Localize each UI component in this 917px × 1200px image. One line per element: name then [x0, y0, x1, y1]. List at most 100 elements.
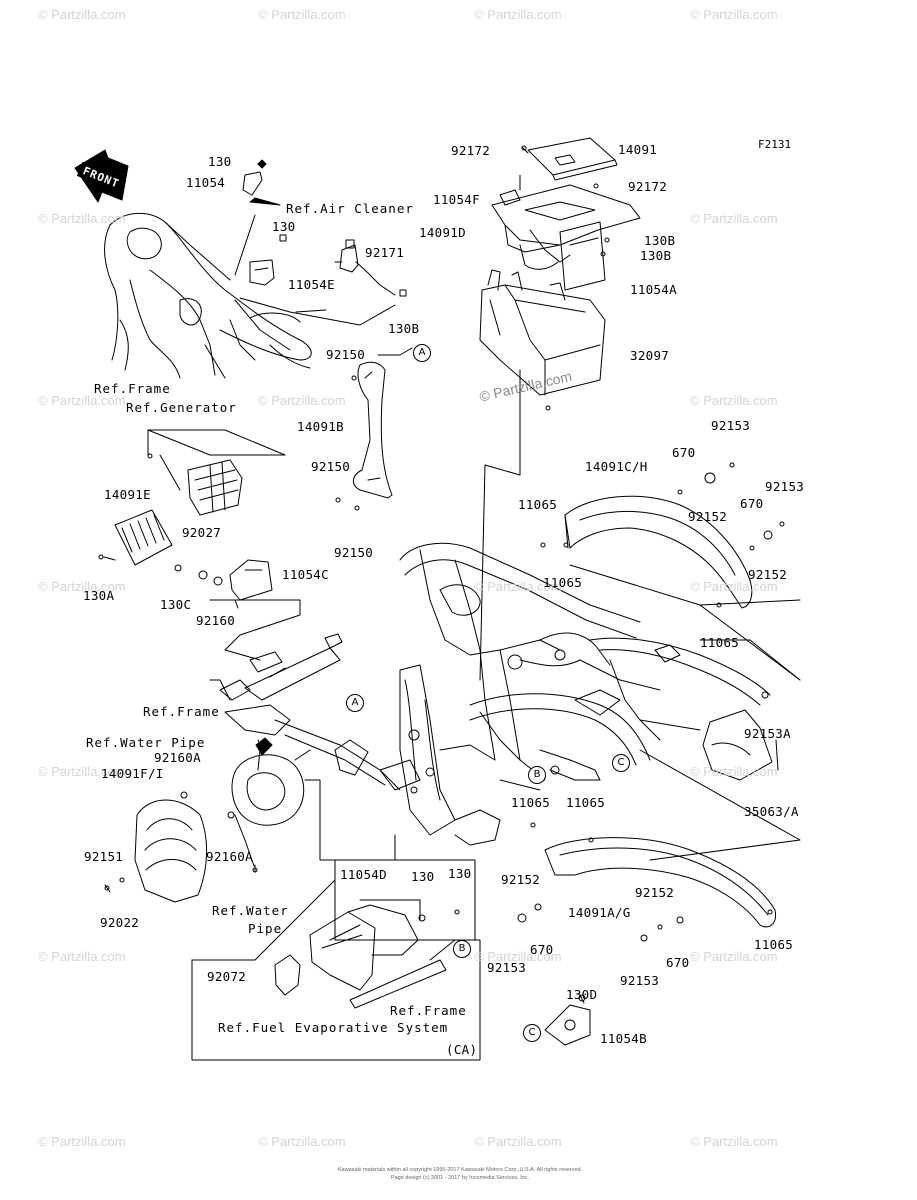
footer-design: Page design (c) 2001 - 2017 by Incomedia… — [390, 1175, 530, 1181]
water-pump-cover-drawing — [231, 737, 311, 826]
part-label-11054f: 11054F — [433, 192, 480, 207]
part-label-130: 130 — [272, 219, 296, 234]
ca-tag: (CA) — [446, 1042, 478, 1057]
part-label-11065: 11065 — [754, 937, 794, 952]
ref-label-water-pipe: Pipe — [248, 921, 283, 936]
part-label-92160: 92160 — [196, 613, 236, 628]
bracket-11054c-drawing — [209, 559, 301, 661]
cover-14091e-drawing — [98, 509, 223, 586]
part-label-130: 130 — [208, 154, 232, 169]
watermark: © Partzilla.com — [690, 949, 778, 964]
bracket-14091b-drawing — [335, 347, 413, 511]
watermark: © Partzilla.com — [38, 1134, 126, 1149]
part-label-130c: 130C — [160, 597, 192, 612]
watermark: © Partzilla.com — [474, 7, 562, 22]
part-label-92072: 92072 — [207, 969, 247, 984]
part-label-11054e: 11054E — [288, 277, 335, 292]
part-label-92152: 92152 — [688, 509, 728, 524]
part-label-130: 130 — [411, 869, 435, 884]
watermark: © Partzilla.com — [690, 211, 778, 226]
part-label-92152: 92152 — [635, 885, 675, 900]
part-label-670: 670 — [666, 955, 690, 970]
part-label-670: 670 — [530, 942, 554, 957]
part-label-92172: 92172 — [451, 143, 491, 158]
callout-a: A — [346, 694, 364, 712]
part-label-11054b: 11054B — [600, 1031, 647, 1046]
part-label-130d: 130D — [566, 987, 598, 1002]
part-label-14091ag: 14091A/G — [568, 905, 631, 920]
part-label-92160a: 92160A — [154, 750, 201, 765]
ca-box-drawing — [191, 859, 481, 1061]
callout-b: B — [453, 940, 471, 958]
part-label-92150: 92150 — [326, 347, 366, 362]
watermark: © Partzilla.com — [258, 1134, 346, 1149]
part-label-92153: 92153 — [711, 418, 751, 433]
part-label-130b: 130B — [644, 233, 676, 248]
ref-label-air-cleaner: Ref.Air Cleaner — [286, 201, 414, 216]
ref-label-frame: Ref.Frame — [143, 704, 220, 719]
watermark: © Partzilla.com — [38, 211, 126, 226]
watermark: © Partzilla.com — [690, 1134, 778, 1149]
part-label-92027: 92027 — [182, 525, 222, 540]
ref-label-generator: Ref.Generator — [126, 400, 237, 415]
part-label-92022: 92022 — [100, 915, 140, 930]
part-label-92172: 92172 — [628, 179, 668, 194]
part-label-14091ch: 14091C/H — [585, 459, 648, 474]
bracket-11054e-drawing — [249, 234, 287, 286]
part-label-670: 670 — [672, 445, 696, 460]
part-label-92151: 92151 — [84, 849, 124, 864]
generator-regulator-drawing — [147, 429, 286, 516]
watermark: © Partzilla.com — [474, 949, 562, 964]
part-label-130a: 130A — [83, 588, 115, 603]
bracket-11054b-drawing — [544, 994, 591, 1046]
part-label-92152: 92152 — [501, 872, 541, 887]
watermark: © Partzilla.com — [258, 393, 346, 408]
air-cleaner-fitting-drawing — [334, 239, 407, 297]
frame-head-drawing — [104, 212, 312, 379]
watermark: © Partzilla.com — [38, 579, 126, 594]
part-label-92150: 92150 — [334, 545, 374, 560]
part-label-11065: 11065 — [518, 497, 558, 512]
watermark: © Partzilla.com — [690, 393, 778, 408]
callout-c: C — [612, 754, 630, 772]
part-label-11054d: 11054D — [340, 867, 387, 882]
footer-copyright: Kawasaki materials within all copyright … — [337, 1167, 583, 1173]
part-label-92152: 92152 — [748, 567, 788, 582]
part-label-11065: 11065 — [511, 795, 551, 810]
part-label-35063a: 35063/A — [744, 804, 799, 819]
part-label-14091fi: 14091F/I — [101, 766, 164, 781]
part-label-11065: 11065 — [543, 575, 583, 590]
callout-a: A — [413, 344, 431, 362]
cover-14091fi-drawing — [104, 791, 258, 903]
ref-label-frame: Ref.Frame — [94, 381, 171, 396]
part-label-14091d: 14091D — [419, 225, 466, 240]
bracket-11054-drawing — [242, 171, 263, 196]
part-label-11065: 11065 — [566, 795, 606, 810]
ref-label-water-pipe: Ref.Water — [212, 903, 289, 918]
part-label-92153a: 92153A — [744, 726, 791, 741]
part-label-92153: 92153 — [765, 479, 805, 494]
watermark: © Partzilla.com — [38, 393, 126, 408]
part-label-92150: 92150 — [311, 459, 351, 474]
part-label-92153: 92153 — [620, 973, 660, 988]
watermark: © Partzilla.com — [474, 1134, 562, 1149]
figure-code: F2131 — [758, 138, 792, 151]
part-label-670: 670 — [740, 496, 764, 511]
watermark: © Partzilla.com — [474, 579, 562, 594]
part-label-11054c: 11054C — [282, 567, 329, 582]
part-label-14091e: 14091E — [104, 487, 151, 502]
ref-label-fuel-evaporative-system: Ref.Fuel Evaporative System — [218, 1020, 449, 1035]
part-label-11054a: 11054A — [630, 282, 677, 297]
fender-14091ch-drawing — [540, 462, 801, 681]
fender-14091ag-drawing — [517, 822, 777, 942]
watermark: © Partzilla.com — [38, 7, 126, 22]
part-label-92171: 92171 — [365, 245, 405, 260]
part-label-14091b: 14091B — [297, 419, 344, 434]
ref-label-frame: Ref.Frame — [390, 1003, 467, 1018]
part-label-130b: 130B — [388, 321, 420, 336]
rear-shock-drawing — [219, 633, 343, 701]
lower-frame-drawing — [209, 679, 421, 861]
watermark: © Partzilla.com — [38, 764, 126, 779]
watermark: © Partzilla.com — [258, 7, 346, 22]
